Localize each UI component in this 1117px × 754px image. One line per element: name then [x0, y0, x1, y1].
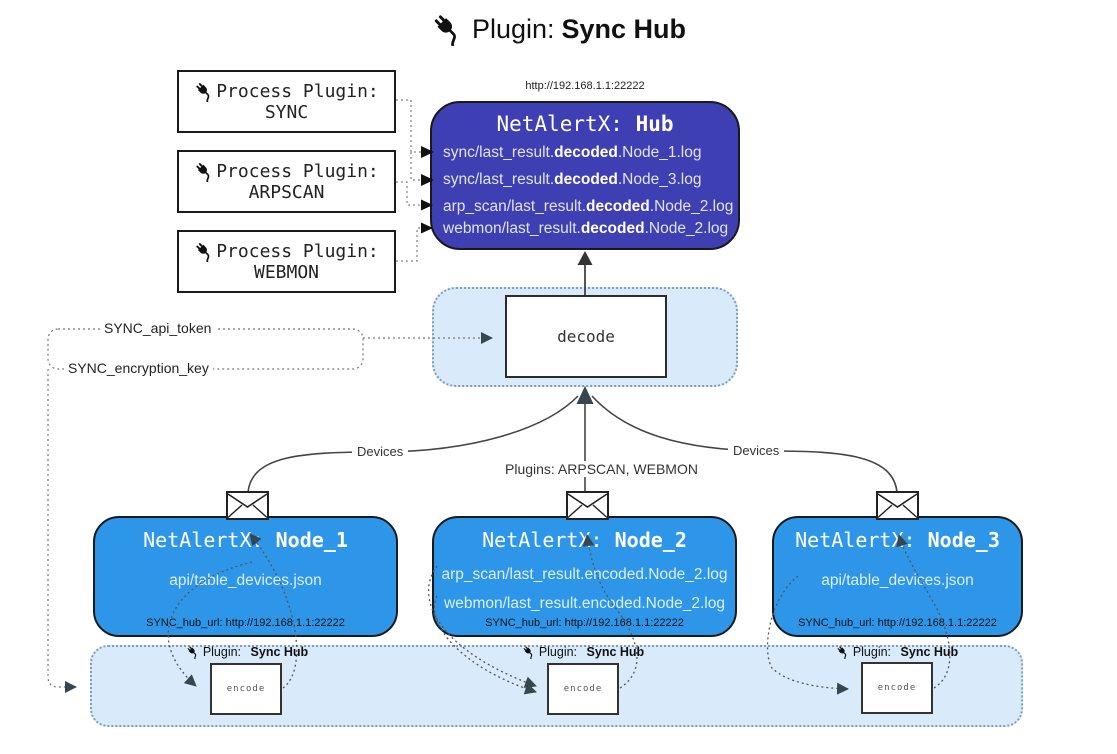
edge-secrets-to-encoders: [47, 369, 77, 693]
process-plugin-name: SYNC: [264, 101, 309, 123]
envelope-icon: [226, 491, 269, 520]
process-plugin-webmon: Process Plugin: WEBMON: [177, 230, 396, 293]
plug-icon: [522, 645, 536, 659]
edge-sync-to-hub-2: [410, 152, 421, 181]
title-prefix: Plugin:: [471, 13, 555, 44]
devices-right-label: Devices: [728, 443, 785, 458]
node-3-box: NetAlertX: Node_3 api/table_devices.json…: [772, 516, 1023, 637]
edge-arpscan-to-hub: [396, 181, 420, 206]
decode-box: decode: [505, 295, 667, 378]
node-title: NetAlertX: Node_3: [795, 528, 1000, 552]
hub-title-name: Hub: [635, 112, 674, 136]
plug-icon: [194, 81, 215, 102]
hub-bottom-arrowhead: [577, 251, 593, 265]
node-title: NetAlertX: Node_2: [482, 528, 687, 552]
node-2-box: NetAlertX: Node_2 arp_scan/last_result.e…: [432, 516, 737, 637]
decode-input-arrowhead: [576, 386, 594, 404]
encoder-label: Plugin: Sync Hub: [513, 645, 653, 659]
node-file: arp_scan/last_result.encoded.Node_2.log: [441, 566, 728, 583]
sync-api-token-label: SYNC_api_token: [100, 320, 216, 336]
hub-file-row: sync/last_result.decoded.Node_1.log: [443, 144, 702, 161]
page-title: Plugin: Sync Hub: [0, 12, 1117, 46]
edge-node1-devices: [247, 395, 579, 493]
hub-box: NetAlertX: Hub sync/last_result.decoded.…: [430, 101, 740, 250]
process-plugin-label: Process Plugin:: [216, 80, 379, 102]
process-plugin-sync: Process Plugin: SYNC: [177, 70, 396, 133]
node-files: api/table_devices.json: [774, 566, 1021, 595]
envelope-icon: [566, 491, 609, 520]
devices-left-label: Devices: [352, 444, 409, 459]
hub-file-row: arp_scan/last_result.decoded.Node_2.log: [443, 198, 734, 215]
node-1-box: NetAlertX: Node_1 api/table_devices.json…: [93, 516, 398, 637]
process-plugin-label: Process Plugin:: [216, 240, 379, 262]
node-file: api/table_devices.json: [821, 572, 974, 589]
node-title: NetAlertX: Node_1: [143, 528, 348, 552]
plug-icon: [836, 645, 850, 659]
envelope-icon: [876, 491, 919, 520]
hub-title-prefix: NetAlertX:: [496, 112, 623, 136]
sync-encryption-key-label: SYNC_encryption_key: [64, 360, 213, 376]
process-plugin-name: ARPSCAN: [248, 181, 325, 203]
process-to-hub-edges: [396, 99, 421, 262]
node-files: arp_scan/last_result.encoded.Node_2.log …: [434, 560, 735, 618]
encoder-label: Plugin: Sync Hub: [177, 645, 317, 659]
node-hub-url: SYNC_hub_url: http://192.168.1.1:22222: [146, 617, 345, 629]
process-plugin-label: Process Plugin:: [216, 160, 379, 182]
edge-webmon-to-hub: [396, 227, 420, 262]
plugins-edge-label: Plugins: ARPSCAN, WEBMON: [500, 461, 703, 477]
node-hub-url: SYNC_hub_url: http://192.168.1.1:22222: [798, 617, 997, 629]
node-file: api/table_devices.json: [169, 572, 322, 589]
plug-icon: [186, 645, 200, 659]
hub-file-row: sync/last_result.decoded.Node_3.log: [443, 171, 702, 188]
hub-file-row: webmon/last_result.decoded.Node_2.log: [443, 220, 729, 237]
process-plugin-name: WEBMON: [253, 261, 320, 283]
encode-box: encode: [210, 663, 282, 715]
encoder-label: Plugin: Sync Hub: [827, 645, 967, 659]
node-files: api/table_devices.json: [95, 566, 396, 595]
hub-title: NetAlertX: Hub: [432, 112, 738, 136]
process-plugin-arpscan: Process Plugin: ARPSCAN: [177, 150, 396, 213]
edge-sync-to-hub-1: [396, 99, 421, 153]
title-name: Sync Hub: [561, 13, 687, 44]
plug-icon: [194, 241, 215, 262]
plug-icon: [194, 161, 215, 182]
encode-box: encode: [547, 663, 619, 715]
plug-icon: [431, 12, 465, 46]
encode-box: encode: [861, 662, 933, 714]
hub-url-label: http://192.168.1.1:22222: [525, 80, 645, 92]
node-hub-url: SYNC_hub_url: http://192.168.1.1:22222: [485, 617, 684, 629]
node-file: webmon/last_result.encoded.Node_2.log: [444, 595, 725, 612]
